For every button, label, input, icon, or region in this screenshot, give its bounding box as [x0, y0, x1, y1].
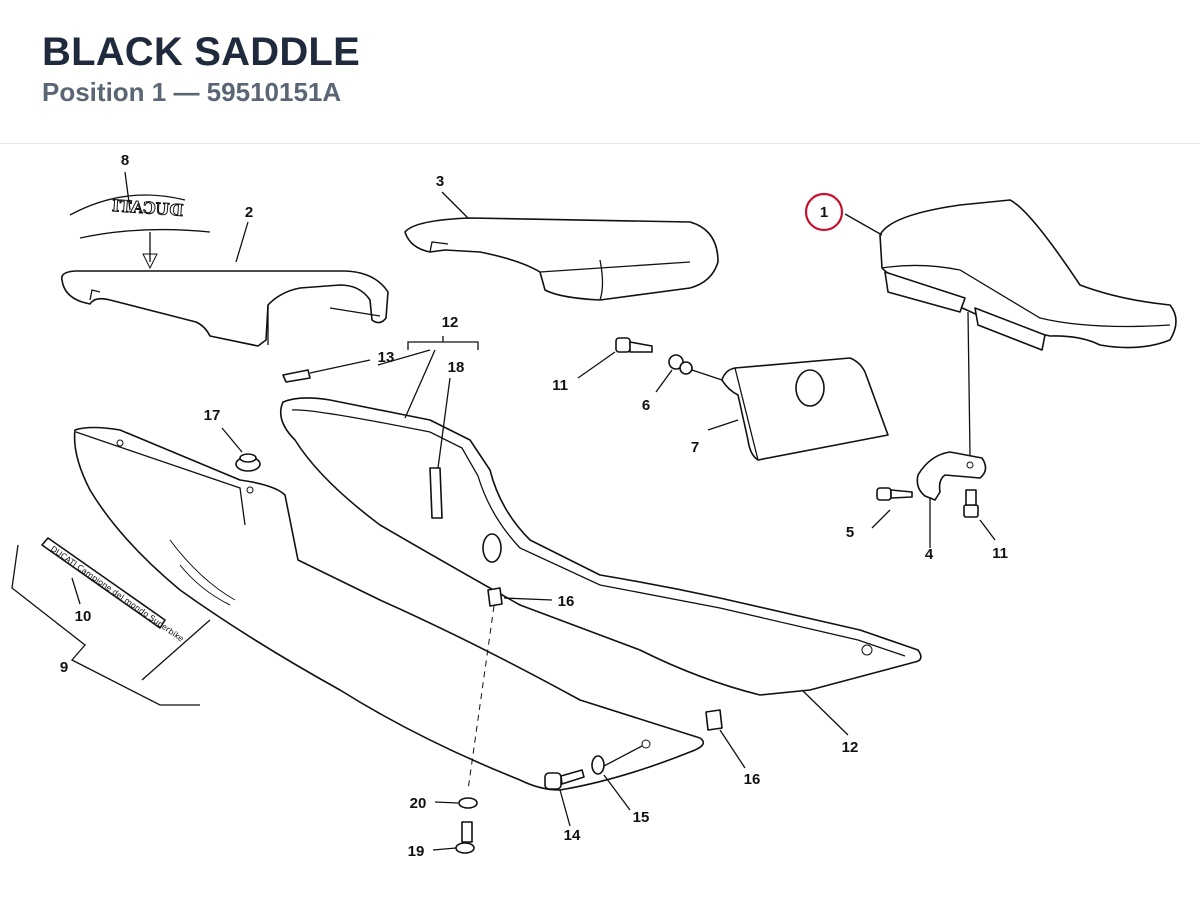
callout-5[interactable]: 5: [846, 524, 854, 541]
callout-2[interactable]: 2: [245, 204, 253, 221]
part-4-bracket[interactable]: [916, 451, 987, 548]
callout-19[interactable]: 19: [408, 843, 425, 860]
callout-18[interactable]: 18: [448, 359, 465, 376]
callout-12-top[interactable]: 12: [442, 314, 459, 331]
part-19-20-fasteners[interactable]: [432, 605, 495, 854]
callout-3[interactable]: 3: [436, 173, 444, 190]
part-11-bolt-left[interactable]: [577, 337, 653, 379]
part-17-grommet[interactable]: [221, 427, 261, 472]
page-subtitle: Position 1 — 59510151A: [42, 77, 342, 107]
callout-4[interactable]: 4: [925, 546, 934, 563]
part-7-tray[interactable]: [707, 357, 889, 461]
part-11-bolt-right[interactable]: [963, 489, 996, 541]
callout-bracket-12: [404, 336, 479, 469]
part-5-screw[interactable]: [871, 487, 913, 529]
callout-15[interactable]: 15: [633, 809, 650, 826]
ducati-logo-text: DUCATI: [111, 196, 184, 220]
page-title: BLACK SADDLE: [42, 30, 360, 74]
callout-labels: 1 2 3 4 5 6 7 8 9 10 11 11 12 12 13 14 1…: [60, 152, 1008, 860]
part-1-black-saddle[interactable]: [879, 199, 1177, 456]
part-16-nut-upper[interactable]: [487, 587, 553, 607]
part-12-under-tray[interactable]: [279, 397, 922, 736]
part-13-seal[interactable]: [282, 359, 371, 383]
page-header: BLACK SADDLE Position 1 — 59510151A: [0, 0, 1200, 144]
callout-12-bottom[interactable]: 12: [842, 739, 859, 756]
part-8-ducati-logo[interactable]: DUCATI: [69, 194, 186, 220]
part-9-side-panel[interactable]: [11, 426, 705, 791]
callout-7[interactable]: 7: [691, 439, 699, 456]
part-6-nut[interactable]: [655, 354, 723, 393]
callout-1-highlight-ring: [804, 192, 844, 232]
exploded-parts-diagram: DUCATI: [11, 152, 1177, 860]
callout-10[interactable]: 10: [75, 608, 92, 625]
part-15-spacer[interactable]: [591, 739, 651, 811]
callout-9[interactable]: 9: [60, 659, 68, 676]
part-14-screw[interactable]: [544, 769, 585, 827]
callout-16-upper[interactable]: 16: [558, 593, 575, 610]
callout-20[interactable]: 20: [410, 795, 427, 812]
callout-8[interactable]: 8: [121, 152, 129, 169]
callout-11-left[interactable]: 11: [552, 377, 568, 394]
callout-1[interactable]: 1: [820, 204, 828, 221]
part-2-tail-cowl[interactable]: [60, 228, 389, 347]
leader-lines: [124, 171, 883, 366]
callout-17[interactable]: 17: [204, 407, 221, 424]
callout-6[interactable]: 6: [642, 397, 650, 414]
callout-13[interactable]: 13: [378, 349, 395, 366]
callout-16-lower[interactable]: 16: [744, 771, 761, 788]
callout-11-right[interactable]: 11: [992, 545, 1008, 562]
callout-14[interactable]: 14: [564, 827, 581, 844]
part-16-nut-lower[interactable]: [705, 709, 746, 769]
part-3-seat-cover[interactable]: [404, 217, 719, 301]
